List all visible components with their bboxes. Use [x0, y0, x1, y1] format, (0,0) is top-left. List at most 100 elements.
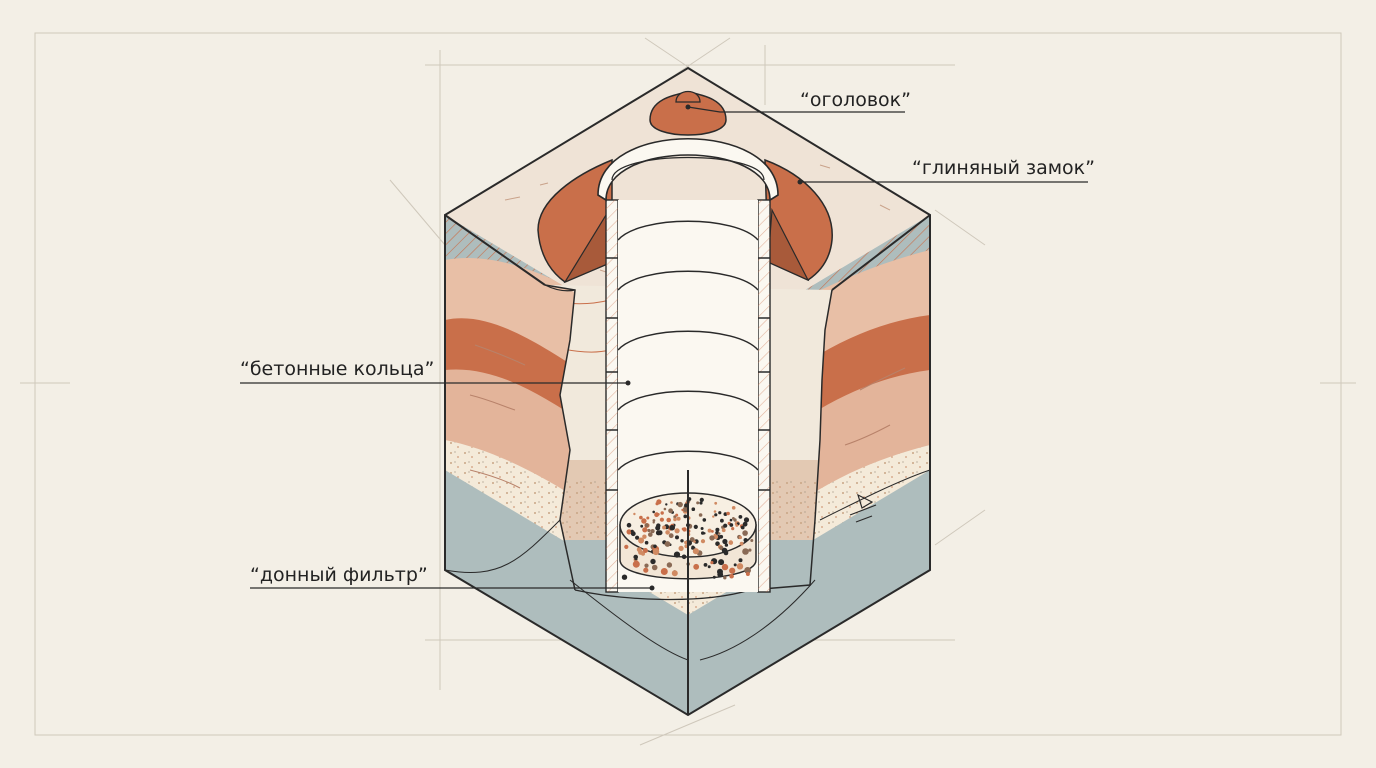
gravel-dot [740, 525, 745, 530]
gravel-dot [646, 516, 650, 520]
gravel-dot [652, 548, 660, 556]
gravel-dot [683, 514, 688, 519]
gravel-dot [642, 548, 648, 553]
gravel-dot [703, 563, 708, 567]
water-layer-right [688, 470, 930, 715]
gravel-dot [742, 548, 749, 555]
gravel-dot [666, 562, 673, 568]
gravel-dot [650, 558, 656, 565]
gravel-dot [750, 539, 754, 542]
gravel-dot [681, 508, 684, 512]
gravel-dot [657, 513, 660, 516]
gravel-dot [675, 513, 679, 517]
gravel-dot [707, 528, 712, 533]
gravel-dot [655, 530, 661, 536]
gravel-dot [723, 576, 727, 580]
gravel-dot [701, 531, 705, 535]
gravel-dot [743, 517, 750, 523]
gravel-dot [666, 517, 671, 523]
gravel-dot [696, 501, 700, 505]
gravel-dot [681, 554, 687, 560]
gravel-dot [644, 540, 649, 545]
label-head: “оголовок” [800, 89, 911, 111]
gravel-dot [729, 573, 734, 579]
gravel-dot [731, 527, 735, 531]
gravel-dot [653, 544, 657, 549]
gravel-dot [684, 540, 688, 545]
gravel-dot [748, 548, 752, 552]
gravel-dot [717, 571, 724, 578]
gravel-dot [721, 528, 726, 533]
gravel-dot [717, 532, 721, 535]
gravel-dot [647, 528, 651, 533]
gravel-dot [660, 568, 668, 575]
gravel-dot [721, 563, 729, 571]
gravel-dot [644, 523, 649, 528]
gravel-dot [624, 544, 629, 550]
gravel-dot [621, 574, 628, 580]
gravel-dot [693, 540, 696, 543]
block-outline [444, 66, 931, 717]
gravel-dot [651, 564, 658, 571]
water-level-marker [849, 493, 877, 523]
gravel-dot [726, 511, 730, 516]
gravel-dot [729, 523, 734, 527]
gravel-dot [641, 518, 647, 524]
gravel-dot [711, 530, 714, 533]
gravel-dot [642, 527, 648, 533]
gravel-dot [738, 515, 743, 519]
gravel-dot [673, 551, 681, 558]
gravel-dot [733, 563, 737, 567]
gravel-dot [677, 501, 683, 508]
gravel-dot [699, 501, 703, 505]
gravel-dot [632, 560, 640, 568]
gravel-dot [660, 511, 664, 515]
gravel-dot [633, 512, 636, 516]
gravel-dot [712, 575, 716, 579]
gravel-dot [662, 525, 667, 530]
gravel-dot [691, 507, 696, 512]
gravel-dot [714, 501, 718, 505]
gravel-dot [739, 541, 744, 546]
gravel-dot [652, 521, 655, 524]
clay-lock [537, 158, 833, 284]
gravel-dot [724, 543, 729, 547]
gravel-dot [678, 545, 684, 552]
gravel-dot [668, 508, 673, 514]
gravel-dot [670, 501, 673, 504]
gravel-dot [713, 510, 717, 513]
gravel-dot [675, 535, 679, 540]
gravel-dot [720, 518, 724, 523]
gravel-dot [676, 516, 681, 521]
gravel-dot [719, 534, 724, 539]
gravel-dot [715, 527, 720, 532]
gravel-dot [735, 524, 739, 527]
gravel-dot [648, 532, 653, 537]
gravel-dot [728, 540, 734, 545]
gravel-dot [707, 565, 711, 569]
gravel-dot [635, 535, 640, 540]
gravel-dot [709, 535, 715, 541]
gravel-dot [640, 524, 644, 528]
gravel-dot [659, 517, 665, 522]
bottom-filter [619, 492, 757, 580]
gravel-dot [729, 567, 736, 574]
gravel-dot [634, 557, 638, 561]
gravel-dot [714, 513, 718, 517]
well-head [597, 90, 779, 202]
water-layer-left [445, 470, 688, 715]
gravel-dot [644, 563, 649, 568]
gravel-dot [669, 524, 675, 531]
gravel-dot [650, 529, 655, 534]
gravel-dot [702, 518, 707, 522]
gravel-dot [652, 519, 656, 522]
gravel-dot [698, 513, 703, 517]
gravel-dot [626, 522, 632, 528]
gravel-dot [663, 507, 667, 511]
gravel-dot [718, 511, 722, 515]
gravel-dot [673, 517, 677, 522]
well-cap [649, 91, 727, 136]
gravel-dot [721, 547, 728, 554]
gravel-dot [668, 533, 674, 539]
gravel-dot [665, 530, 670, 535]
